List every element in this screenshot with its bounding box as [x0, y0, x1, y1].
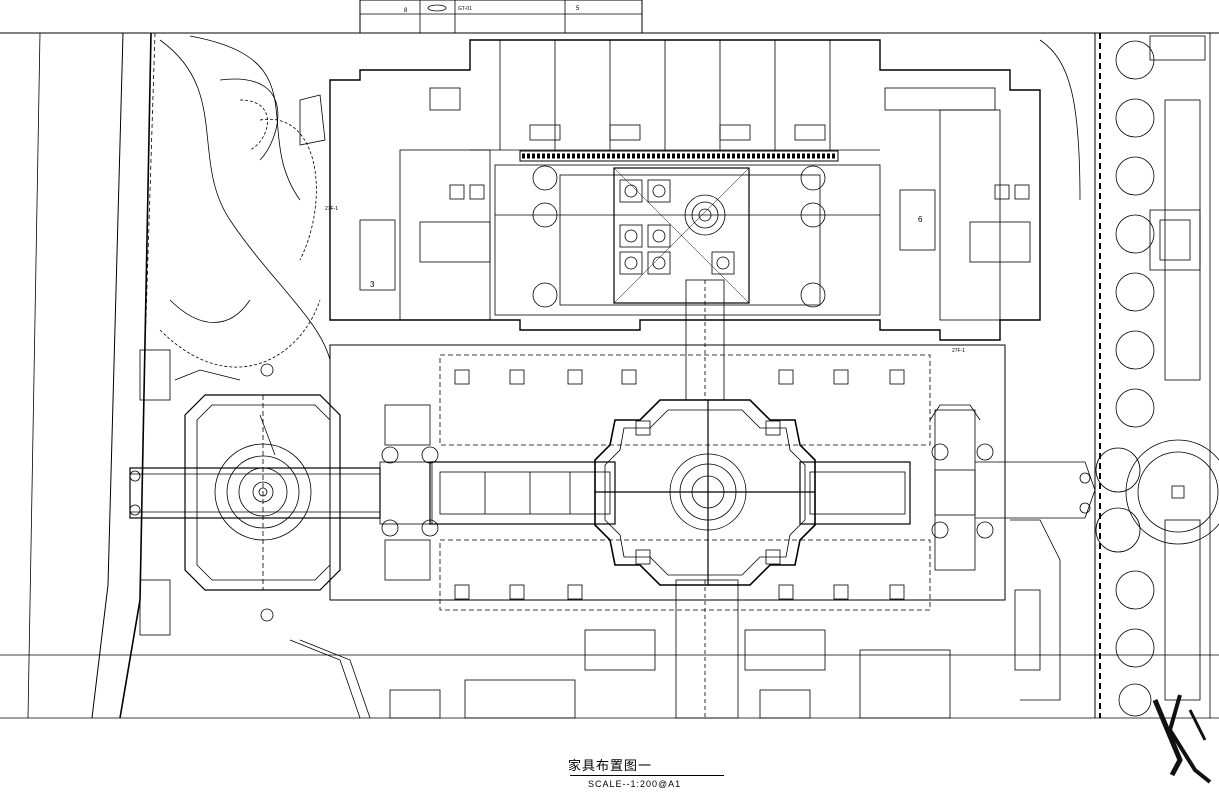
title-block-cell-b: GT-01 — [458, 6, 472, 12]
sheet-frame — [0, 32, 1219, 719]
title-block: 8 GT-01 5 — [359, 0, 643, 34]
tag-right: 27F-1 — [952, 348, 965, 354]
west-pavilion — [260, 363, 439, 622]
area-label-6: 6 — [918, 215, 923, 224]
lower-buildings — [139, 349, 951, 719]
street-trees — [1095, 40, 1219, 717]
title-block-cell-a: 8 — [404, 8, 408, 14]
drawing-scale: SCALE--1:200@A1 — [588, 779, 682, 789]
south-plaza — [329, 344, 1006, 611]
central-quatrefoil — [594, 399, 816, 586]
tag-left: 27F-1 — [325, 206, 338, 212]
watermark-logo-icon — [1152, 694, 1212, 784]
site-boundary-left — [91, 32, 156, 719]
main-building — [329, 39, 1041, 341]
east-pavilion — [929, 39, 1081, 701]
title-underline — [570, 775, 724, 776]
central-courtyard — [494, 164, 881, 316]
site-boundary-right — [1094, 33, 1211, 718]
central-axis — [675, 279, 739, 719]
west-fountain-plaza — [184, 394, 341, 591]
drawing-title: 家具布置图一 — [568, 758, 653, 773]
plan-labels: 3 6 27F-1 27F-1 — [325, 206, 965, 354]
garden-curves-left — [159, 35, 331, 381]
west-walkway — [129, 461, 433, 525]
plaza-strip — [429, 461, 1096, 525]
title-block-cell-c: 5 — [576, 6, 580, 12]
area-label-3: 3 — [370, 280, 375, 289]
